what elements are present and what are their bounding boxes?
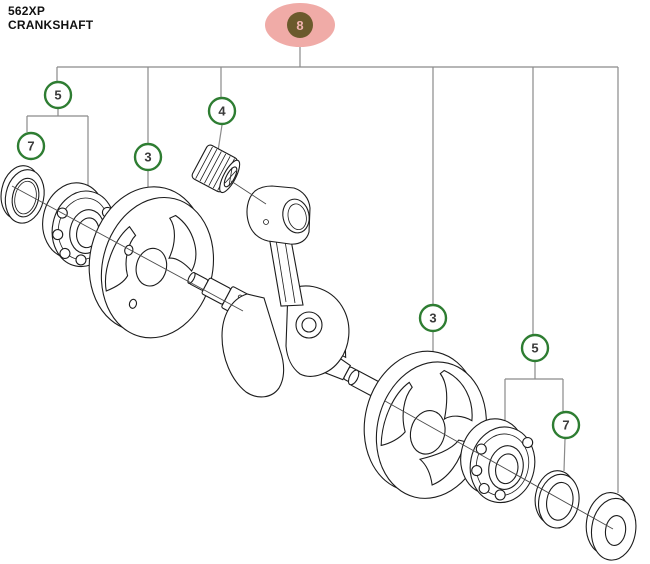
page-title: 562XP CRANKSHAFT: [8, 4, 93, 33]
ball-bearing-right-part: [460, 418, 536, 504]
callout-4[interactable]: 4: [207, 96, 237, 126]
crankshaft-assembly: [187, 185, 382, 398]
model-number: 562XP: [8, 4, 46, 18]
crank-web-front: [221, 293, 285, 398]
callout-5-right[interactable]: 5: [520, 333, 550, 363]
oil-seal-right-part: [585, 492, 637, 561]
callout-7-right[interactable]: 7: [551, 410, 581, 440]
callout-5-left[interactable]: 5: [43, 80, 73, 110]
svg-text:7: 7: [27, 139, 34, 154]
callout-3-right[interactable]: 3: [418, 303, 448, 333]
svg-text:5: 5: [531, 341, 538, 356]
exploded-axis-lines: [11, 180, 614, 530]
svg-text:5: 5: [54, 88, 61, 103]
svg-text:4: 4: [218, 104, 226, 119]
callout-3-left[interactable]: 3: [133, 142, 163, 172]
crank-web-rear: [285, 285, 350, 377]
needle-bearing-part: [191, 144, 241, 194]
svg-text:3: 3: [144, 150, 151, 165]
svg-text:7: 7: [562, 418, 569, 433]
callout-7-left[interactable]: 7: [16, 131, 46, 161]
connecting-rod: [246, 185, 311, 307]
selected-callout-disc: [287, 12, 313, 38]
callout-8-number: 8: [296, 18, 303, 33]
diagram-title: CRANKSHAFT: [8, 18, 94, 33]
svg-text:3: 3: [429, 311, 436, 326]
washer-part: [534, 470, 580, 529]
oil-seal-left-part: [0, 165, 45, 224]
callout-8-selected[interactable]: 8: [265, 3, 335, 47]
